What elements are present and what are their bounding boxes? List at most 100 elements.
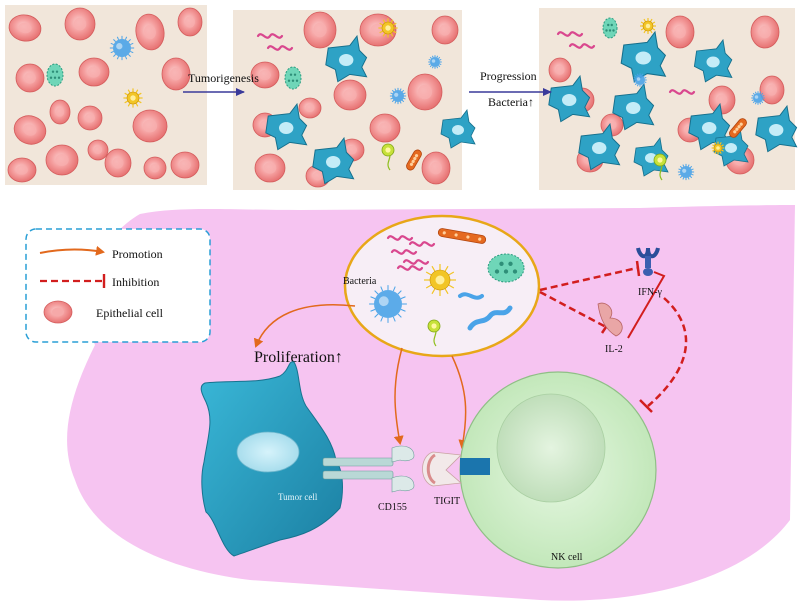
legend-epithelial: Epithelial cell (96, 306, 164, 320)
tigit-receptor (422, 451, 490, 487)
bacterium-green (487, 253, 525, 283)
bacterium-orange (437, 228, 487, 244)
cells-progression (548, 15, 798, 181)
tumorigenesis-label: Tumorigenesis (188, 71, 259, 85)
epithelial-cell (421, 151, 451, 185)
bacterium-rod (256, 33, 284, 39)
legend-promotion: Promotion (112, 247, 163, 261)
bacterium-green (284, 66, 302, 90)
epithelial-cell (665, 15, 695, 49)
ifn-gamma-icon (636, 247, 660, 276)
cd155-label: CD155 (378, 502, 407, 513)
bacterium-rod (386, 235, 414, 241)
inhibition-nk (647, 297, 688, 407)
promotion-arrow-icon (39, 245, 105, 256)
bacterium-yellow (424, 264, 456, 296)
bacterium-yellow (123, 88, 143, 108)
cytokine-bracket (627, 271, 666, 339)
epithelial-cell (104, 148, 132, 178)
epithelial-cell (78, 57, 110, 87)
epithelial-cell (49, 99, 71, 125)
bacterium-blue (751, 91, 765, 105)
epithelial-cell (13, 115, 47, 145)
epithelial-cell (87, 139, 109, 161)
epithelial-cell (759, 75, 785, 105)
bacterium-rod (568, 43, 596, 49)
bacteria-increase-label: Bacteria↑ (488, 95, 534, 109)
epithelial-cell (170, 151, 200, 179)
tumor-cell-small (633, 137, 669, 177)
epithelial-cell (15, 63, 45, 93)
epithelial-cell (333, 79, 367, 111)
epithelial-cell (254, 153, 286, 183)
tumor-cell-small (312, 136, 355, 185)
bacterium-green (602, 17, 618, 39)
bacterium-blue (677, 163, 695, 181)
bacterium-rod (266, 45, 294, 51)
bacterium-blue (428, 55, 442, 69)
panel-normal (5, 5, 207, 185)
bacterium-rod (396, 265, 424, 271)
proliferation-label: Proliferation↑ (254, 349, 343, 366)
inhibition-ifn (539, 266, 638, 292)
epithelial-cell (132, 109, 168, 143)
tumor-cell-small (612, 82, 655, 131)
tumor-cell-small (693, 38, 733, 83)
tumor-cell-small (548, 74, 591, 123)
promotion-arrow-tigit (451, 355, 469, 449)
panel-tumorigenesis (233, 10, 476, 190)
cd155-receptor (322, 445, 415, 493)
panel-progression (539, 8, 798, 190)
epithelial-cell (143, 156, 167, 180)
nk-cell-label: NK cell (551, 552, 583, 563)
epithelial-cell (45, 144, 79, 176)
epithelial-cell (64, 7, 96, 41)
epithelial-cell (303, 11, 337, 49)
bacterium-green (46, 63, 64, 87)
nk-cell (459, 371, 657, 569)
bacterium-orange (406, 149, 422, 171)
epithelial-cell (750, 15, 780, 49)
epithelial-cell (177, 7, 203, 37)
bacterium-yellow (711, 141, 725, 155)
bacterium-blue (633, 73, 647, 87)
tumor-cell-small (620, 30, 667, 83)
bacterium-rod (402, 259, 430, 265)
progression-label: Progression (480, 69, 537, 83)
epithelial-cell (77, 105, 103, 131)
bacterium-blue (369, 285, 407, 323)
bacteria-cluster (343, 214, 541, 358)
tumor-cell-small (265, 102, 308, 151)
epithelial-cell (135, 13, 165, 51)
bacterium-flagellated (653, 153, 667, 181)
tumor-cell-small (578, 122, 621, 171)
tumor-cell (200, 361, 343, 557)
bacterium-yellow (378, 18, 398, 38)
bacterium-rod (390, 249, 418, 255)
ifn-label: IFN-γ (638, 287, 662, 298)
bacterium-rod (668, 89, 696, 95)
il2-label: IL-2 (605, 344, 623, 355)
tumor-cell-label: Tumor cell (278, 492, 318, 502)
epithelial-cell (7, 157, 37, 183)
legend: Promotion Inhibition Epithelial cell (25, 228, 211, 343)
promotion-arrow-cd155 (393, 347, 404, 445)
tumor-cell-small (755, 104, 798, 153)
epithelial-cell (8, 14, 42, 42)
epithelial-cell (708, 85, 736, 115)
epithelial-cell (407, 73, 443, 111)
tumor-cell-small (325, 34, 368, 83)
bacterium-rod (408, 241, 436, 247)
epithelial-cell (548, 57, 572, 83)
tumor-cell-small (440, 109, 476, 149)
epithelial-cells-normal (7, 7, 203, 183)
epithelial-cell (431, 15, 459, 45)
bacterium-flagellated (381, 143, 395, 171)
bacterium-blue (109, 35, 135, 61)
epithelial-cell (298, 97, 322, 119)
bacteria-group (369, 228, 525, 347)
proliferation-arrow (253, 304, 356, 348)
tigit-label: TIGIT (434, 496, 460, 507)
inhibition-il2 (539, 290, 607, 329)
